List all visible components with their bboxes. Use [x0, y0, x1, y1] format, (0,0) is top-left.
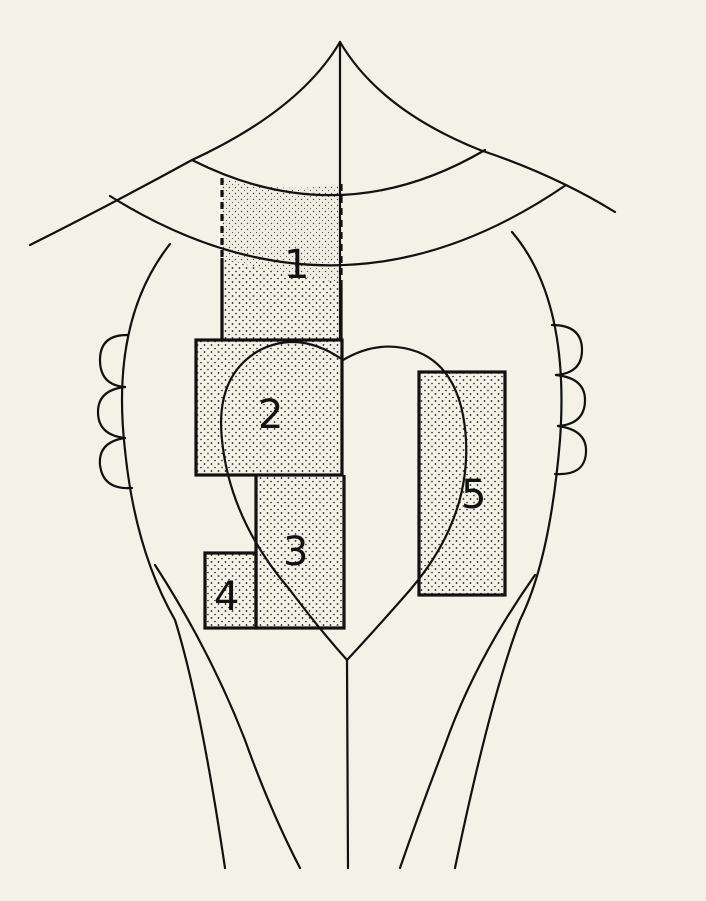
- region-5-label: 5: [461, 472, 486, 518]
- leg-right-inner: [400, 575, 535, 868]
- region-2-label: 2: [258, 392, 283, 438]
- neck-right-line: [340, 42, 615, 212]
- region-3-label: 3: [283, 529, 308, 575]
- midline-lower: [347, 660, 348, 868]
- region-1-label: 1: [284, 242, 309, 288]
- region-fills: [196, 178, 505, 628]
- region-4-label: 4: [214, 574, 239, 620]
